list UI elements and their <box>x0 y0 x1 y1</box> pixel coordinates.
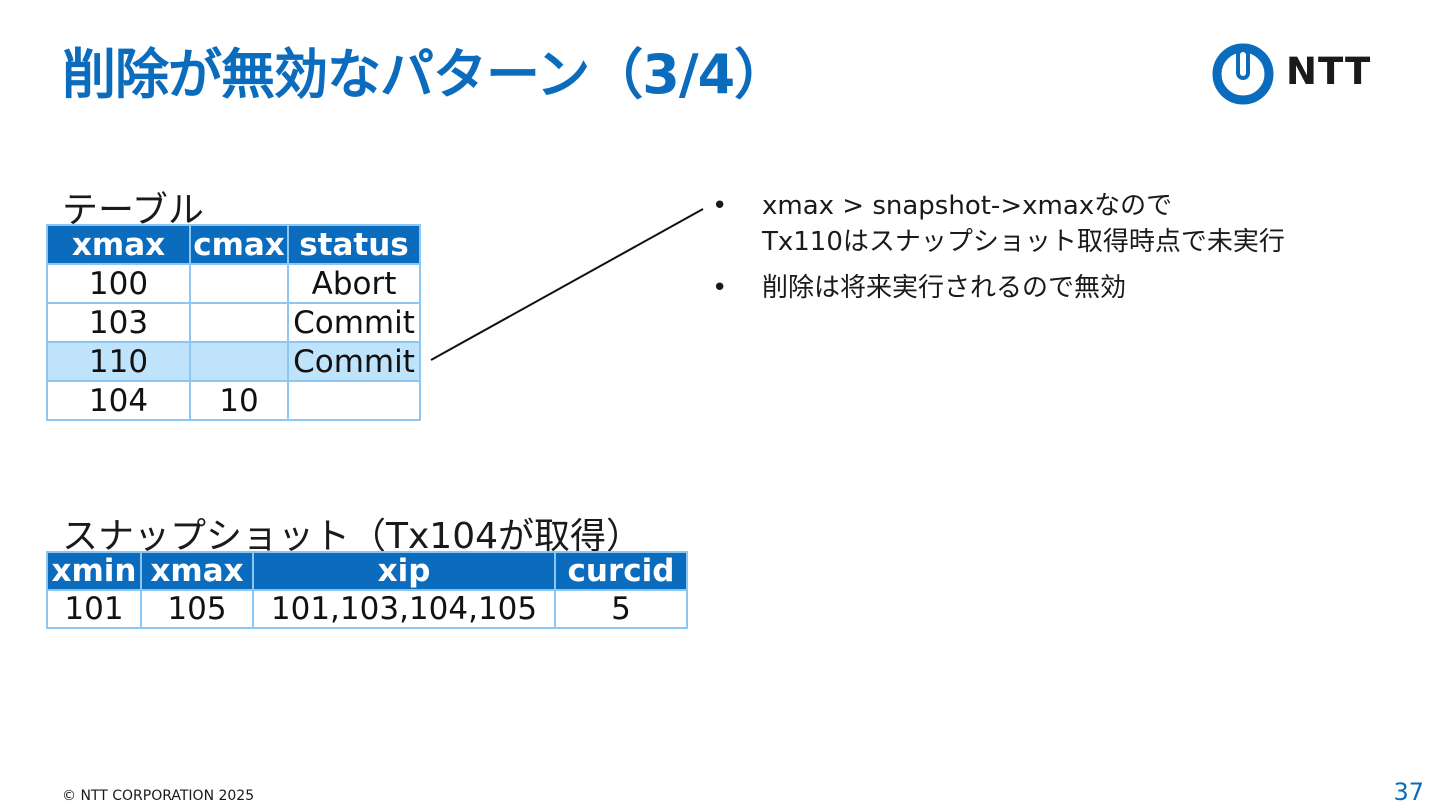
cell-cmax <box>189 341 289 382</box>
cell-cmax: 10 <box>189 380 289 421</box>
col-header-xip: xip <box>252 551 556 591</box>
cell-curcid: 5 <box>554 589 688 629</box>
cell-xmax: 105 <box>140 589 254 629</box>
bullet-list: • xmax > snapshot->xmaxなので Tx110はスナップショッ… <box>712 188 1285 316</box>
col-header-xmax: xmax <box>140 551 254 591</box>
copyright-footer: © NTT CORPORATION 2025 <box>62 788 255 804</box>
cell-xmax: 110 <box>46 341 191 382</box>
ntt-logo-text: NTT <box>1286 50 1372 93</box>
snapshot-label: スナップショット（Tx104が取得） <box>62 516 643 557</box>
col-header-status: status <box>287 224 421 265</box>
table-row-highlighted: 110 Commit <box>46 341 421 382</box>
ntt-logo-mark-icon <box>1212 43 1274 105</box>
bullet-line: xmax > snapshot->xmaxなので <box>762 191 1173 221</box>
col-header-curcid: curcid <box>554 551 688 591</box>
bullet-line: 削除は将来実行されるので無効 <box>762 273 1127 303</box>
cell-xmin: 101 <box>46 589 142 629</box>
page-number: 37 <box>1393 778 1424 806</box>
cell-status <box>287 380 421 421</box>
snapshot-row: 101 105 101,103,104,105 5 <box>46 589 688 629</box>
slide-title: 削除が無効なパターン（3/4） <box>62 43 788 106</box>
table-row: 100 Abort <box>46 263 421 304</box>
bullet-item: • xmax > snapshot->xmaxなので Tx110はスナップショッ… <box>712 188 1285 260</box>
cell-cmax <box>189 302 289 343</box>
cell-status: Commit <box>287 341 421 382</box>
cell-xmax: 100 <box>46 263 191 304</box>
bullet-mark: • <box>712 273 728 303</box>
snapshot-header-row: xmin xmax xip curcid <box>46 551 688 591</box>
table-row: 103 Commit <box>46 302 421 343</box>
cell-xmax: 104 <box>46 380 191 421</box>
col-header-xmax: xmax <box>46 224 191 265</box>
table-row: 104 10 <box>46 380 421 421</box>
snapshot-table: xmin xmax xip curcid 101 105 101,103,104… <box>46 551 688 629</box>
tuple-table: xmax cmax status 100 Abort 103 Commit 11… <box>46 224 421 421</box>
col-header-cmax: cmax <box>189 224 289 265</box>
cell-status: Abort <box>287 263 421 304</box>
cell-cmax <box>189 263 289 304</box>
ntt-logo: NTT <box>1212 42 1372 108</box>
bullet-line: Tx110はスナップショット取得時点で未実行 <box>762 227 1285 257</box>
cell-status: Commit <box>287 302 421 343</box>
cell-xmax: 103 <box>46 302 191 343</box>
col-header-xmin: xmin <box>46 551 142 591</box>
bullet-mark: • <box>712 191 728 221</box>
table-header-row: xmax cmax status <box>46 224 421 265</box>
bullet-item: • 削除は将来実行されるので無効 <box>712 270 1285 306</box>
cell-xip: 101,103,104,105 <box>252 589 556 629</box>
